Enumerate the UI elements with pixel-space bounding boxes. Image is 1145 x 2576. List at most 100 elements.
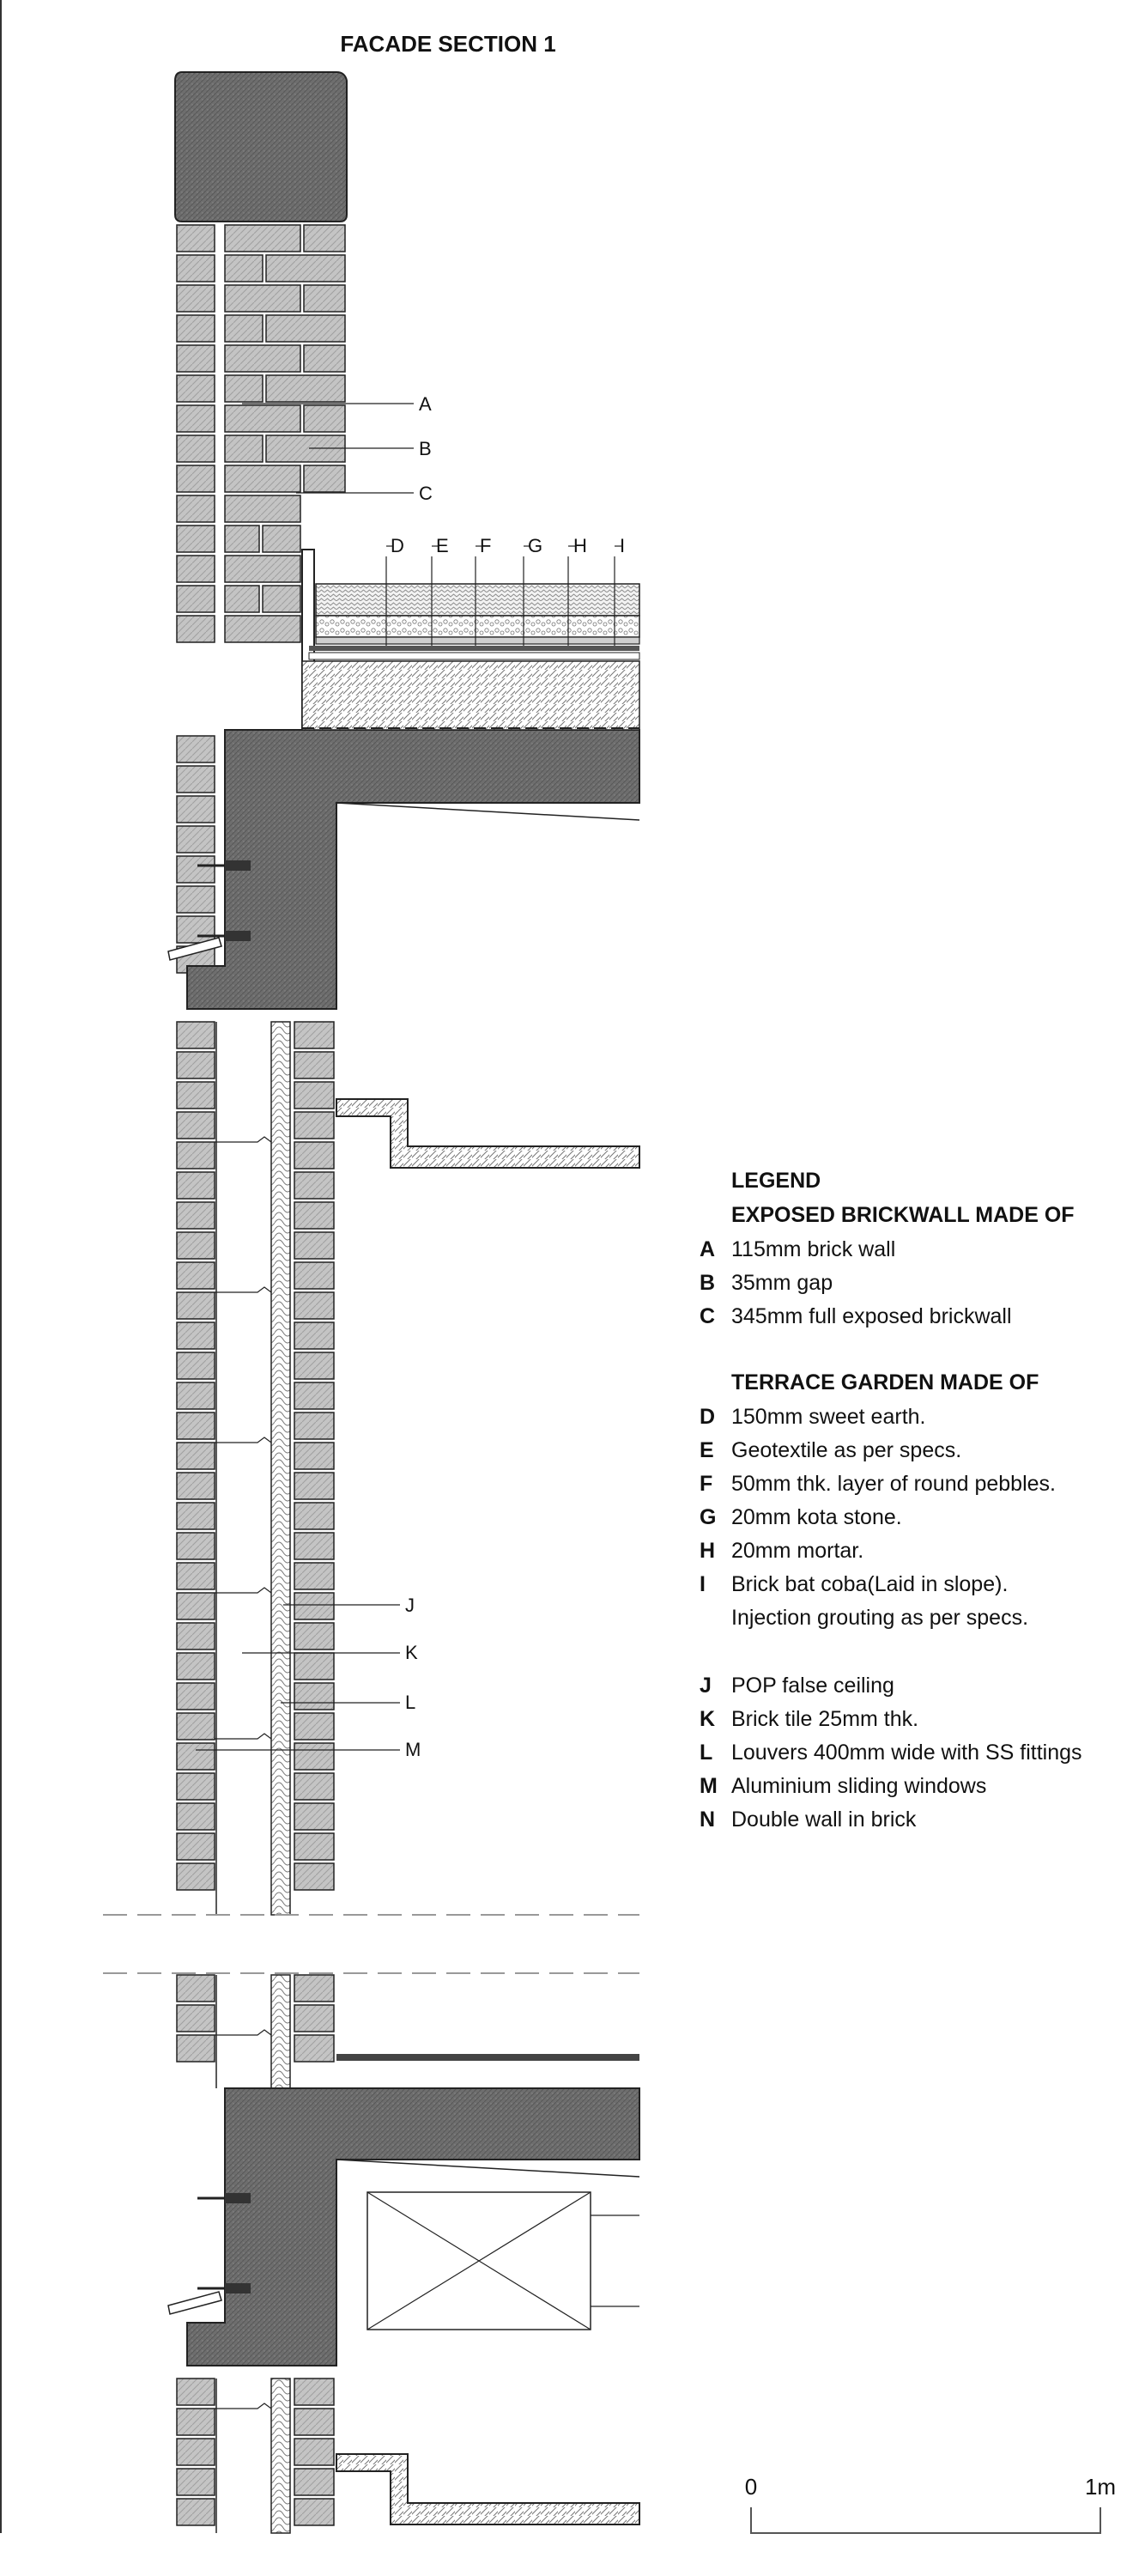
legend-letter: M [700, 1774, 718, 1798]
brick [224, 374, 264, 403]
brick [176, 555, 215, 583]
legend-letter: J [700, 1674, 712, 1698]
pebble-layer [315, 615, 640, 638]
brick [265, 314, 346, 343]
insulation-cavity [270, 2378, 291, 2534]
brick [176, 1974, 215, 2002]
legend-title: LEGEND [731, 1169, 821, 1193]
legend-letter: I [700, 1572, 706, 1596]
brick [294, 1021, 335, 1049]
brick [176, 2468, 215, 2496]
brick [294, 1111, 335, 1139]
brick [224, 585, 260, 613]
brick [294, 1742, 335, 1771]
brick [176, 1622, 215, 1650]
sunshade [336, 2453, 640, 2525]
anchor-plate [225, 2283, 251, 2293]
legend-text: Aluminium sliding windows [731, 1774, 987, 1798]
brick [176, 1081, 215, 1109]
legend-text: Brick bat coba(Laid in slope). [731, 1572, 1009, 1596]
brick [176, 1291, 215, 1320]
wall-tie [215, 1136, 272, 1143]
anchor-plate [225, 860, 251, 871]
brick [176, 2438, 215, 2466]
brick [176, 1802, 215, 1831]
anchor-plate [225, 2193, 251, 2203]
callout-label-f: F [480, 535, 491, 556]
wall-tie [215, 2029, 272, 2036]
membrane-layer [309, 646, 639, 651]
terrace-garden-layers [301, 549, 640, 731]
brick [294, 1171, 335, 1200]
legend-letter: F [700, 1472, 713, 1496]
brick [176, 915, 215, 944]
brick [176, 224, 215, 252]
brick [294, 1472, 335, 1500]
brick [176, 1111, 215, 1139]
brick [176, 525, 215, 553]
brick [176, 1231, 215, 1260]
concrete-slabs [186, 729, 640, 2525]
brick [176, 1472, 215, 1500]
brick [224, 555, 301, 583]
brick [176, 1352, 215, 1380]
legend-text: POP false ceiling [731, 1674, 894, 1698]
brick [294, 1442, 335, 1470]
brick [176, 465, 215, 493]
legend-letter: A [700, 1237, 716, 1261]
brick [176, 2034, 215, 2063]
scale-end-label: 1m [1085, 2474, 1116, 2500]
brick [176, 765, 215, 793]
brick [224, 254, 264, 283]
brick [294, 1712, 335, 1741]
brick [176, 1742, 215, 1771]
brick [262, 585, 301, 613]
brick [294, 1231, 335, 1260]
coping-block [174, 71, 348, 222]
brick [294, 1532, 335, 1560]
insulation-cavity [270, 1021, 291, 1916]
legend-letter: K [700, 1707, 716, 1731]
legend-text: 115mm brick wall [731, 1237, 896, 1261]
legend-text: Injection grouting as per specs. [731, 1606, 1029, 1630]
brick [303, 284, 346, 313]
brick [294, 1652, 335, 1680]
brick [303, 404, 346, 433]
brick [176, 344, 215, 373]
brick [294, 1261, 335, 1290]
brick [176, 2408, 215, 2436]
window-frame [336, 2054, 639, 2061]
callout-label-j: J [405, 1595, 415, 1616]
brick [294, 1562, 335, 1590]
ceiling-line [336, 2159, 640, 2178]
legend-text: 150mm sweet earth. [731, 1405, 926, 1429]
brick [176, 795, 215, 823]
callout-label-d: D [391, 535, 404, 556]
brick [224, 224, 301, 252]
legend-text: 20mm mortar. [731, 1539, 864, 1563]
brick [294, 1802, 335, 1831]
brick [176, 735, 215, 763]
legend-letter: G [700, 1505, 717, 1529]
callout-label-b: B [419, 438, 432, 459]
brick [294, 1081, 335, 1109]
brick [294, 2468, 335, 2496]
legend-letter: C [700, 1304, 716, 1328]
legend-text: Louvers 400mm wide with SS fittings [731, 1741, 1082, 1765]
brick [176, 1562, 215, 1590]
legend-letter: E [700, 1438, 714, 1462]
wall-tie [215, 2403, 272, 2409]
brick [176, 434, 215, 463]
brick [294, 2004, 335, 2032]
brick [176, 1532, 215, 1560]
brick [176, 1412, 215, 1440]
brick [176, 1051, 215, 1079]
legend-text: 50mm thk. layer of round pebbles. [731, 1472, 1056, 1496]
brick [294, 1592, 335, 1620]
brick [176, 615, 215, 643]
brick [294, 1772, 335, 1801]
brick [176, 1321, 215, 1350]
brick [176, 2378, 215, 2406]
brick [176, 1832, 215, 1861]
